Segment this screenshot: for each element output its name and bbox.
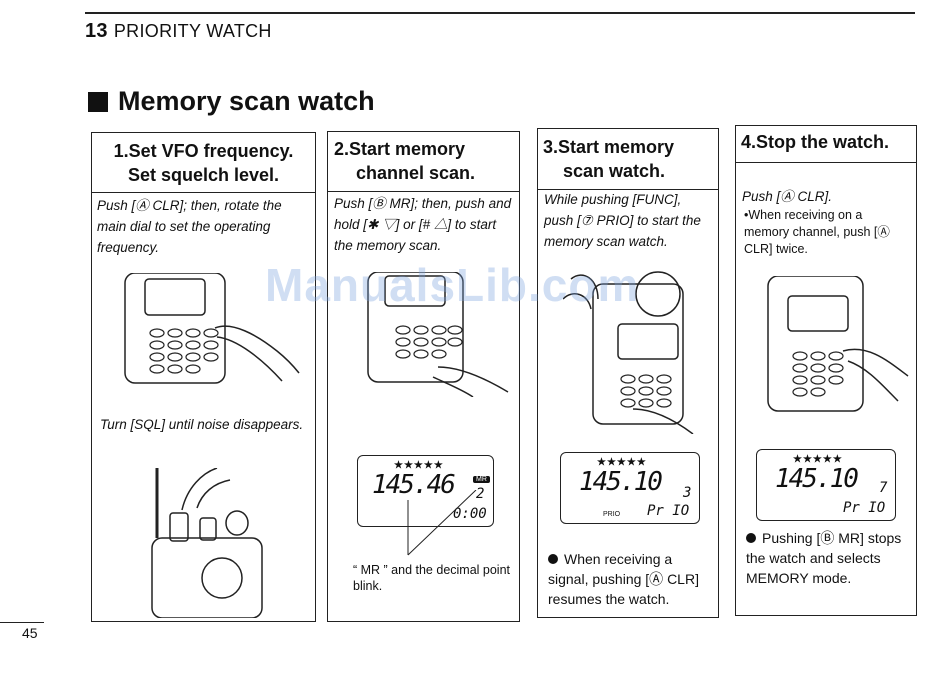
radio-keypad-illustration <box>767 276 909 412</box>
step-1-instruction: Push [Ⓐ CLR]; then, rotate the main dial… <box>97 198 282 255</box>
lcd-mr-badge: MR <box>473 476 490 483</box>
step-panel-2: 2.Start memory channel scan. Push [Ⓑ MR]… <box>327 131 520 622</box>
lcd-channel: 7 <box>879 480 888 496</box>
bullet-icon <box>746 533 756 543</box>
step-1-squelch-instruction: Turn [SQL] until noise disappears. <box>100 417 304 432</box>
step-3-instruction: While pushing [FUNC], push [⑦ PRIO] to s… <box>544 192 701 249</box>
lcd-mode: Pr IO <box>843 500 886 516</box>
lcd-stars: ★★★★★ <box>597 457 647 468</box>
step-panel-4: 4.Stop the watch. Push [Ⓐ CLR]. •When re… <box>735 125 917 616</box>
step-title-1: 1.Set VFO frequency. Set squelch level. <box>92 133 315 193</box>
lcd-frequency: 145.10 <box>579 467 663 497</box>
section-title: Memory scan watch <box>88 86 375 117</box>
step-title-2: 2.Start memory channel scan. <box>328 132 519 192</box>
step-title-2-line1: 2.Start memory <box>334 139 466 159</box>
step-2-note: “ MR ” and the decimal point blink. <box>353 563 511 593</box>
watermark: ManualsLib.com <box>265 259 640 311</box>
bullet-icon <box>548 554 558 564</box>
step-2-instruction: Push [Ⓑ MR]; then, push and hold [✱ ▽] o… <box>334 196 512 253</box>
step-title-1-line2: Set squelch level. <box>127 165 280 185</box>
step-title-1-line1: 1.Set VFO frequency. <box>113 141 294 161</box>
lcd-prio-indicator: PRIO <box>603 511 621 518</box>
section-title-text: Memory scan watch <box>118 86 375 116</box>
step-3-note: When receiving a signal, pushing [Ⓐ CLR]… <box>548 549 714 609</box>
step-4-instruction: Push [Ⓐ CLR]. <box>742 189 833 204</box>
step-panel-3: 3.Start memory scan watch. While pushing… <box>537 128 719 618</box>
radio-keypad-illustration <box>367 272 509 397</box>
step-3-note-text: When receiving a signal, pushing [Ⓐ CLR]… <box>548 551 699 607</box>
step-title-4: 4.Stop the watch. <box>736 126 916 163</box>
chapter-title: PRIORITY WATCH <box>113 21 272 41</box>
lcd-channel: 3 <box>683 485 692 501</box>
lcd-timer: 0:00 <box>453 506 487 522</box>
lcd-channel: 2 <box>476 486 485 502</box>
lcd-display: ★★★★★ 145.10 3 PRIO Pr IO <box>560 452 700 524</box>
step-title-3-line1: 3.Start memory <box>543 137 675 157</box>
step-4-note-text: Pushing [Ⓑ MR] stops the watch and selec… <box>746 530 902 586</box>
step-title-3-line2: scan watch. <box>563 161 666 181</box>
lcd-stars: ★★★★★ <box>793 454 843 465</box>
square-bullet-icon <box>88 91 108 112</box>
radio-keypad-illustration <box>124 273 300 384</box>
radio-keypad-illustration <box>563 271 694 434</box>
page-number: 45 <box>22 625 38 641</box>
lcd-mode: Pr IO <box>647 503 690 519</box>
lcd-frequency: 145.10 <box>775 464 859 494</box>
lcd-frequency: 145.46 <box>372 470 456 500</box>
step-4-note: Pushing [Ⓑ MR] stops the watch and selec… <box>746 528 911 588</box>
lcd-display: ★★★★★ 145.10 7 Pr IO <box>756 449 896 521</box>
header-rule <box>85 12 915 14</box>
lcd-display: ★★★★★ 145.46 MR 2 0:00 <box>357 455 494 527</box>
lcd-stars: ★★★★★ <box>394 460 444 471</box>
callout-lines <box>407 490 477 556</box>
step-title-4-line1: 4.Stop the watch. <box>741 132 890 152</box>
step-4-subnote: •When receiving on a memory channel, pus… <box>744 208 890 256</box>
page-number-rule <box>0 622 44 623</box>
step-panel-1: 1.Set VFO frequency. Set squelch level. … <box>91 132 316 622</box>
chapter-number: 13 <box>85 20 108 42</box>
radio-knob-illustration <box>151 468 263 618</box>
step-title-2-line2: channel scan. <box>356 163 476 183</box>
step-title-3: 3.Start memory scan watch. <box>538 129 718 190</box>
